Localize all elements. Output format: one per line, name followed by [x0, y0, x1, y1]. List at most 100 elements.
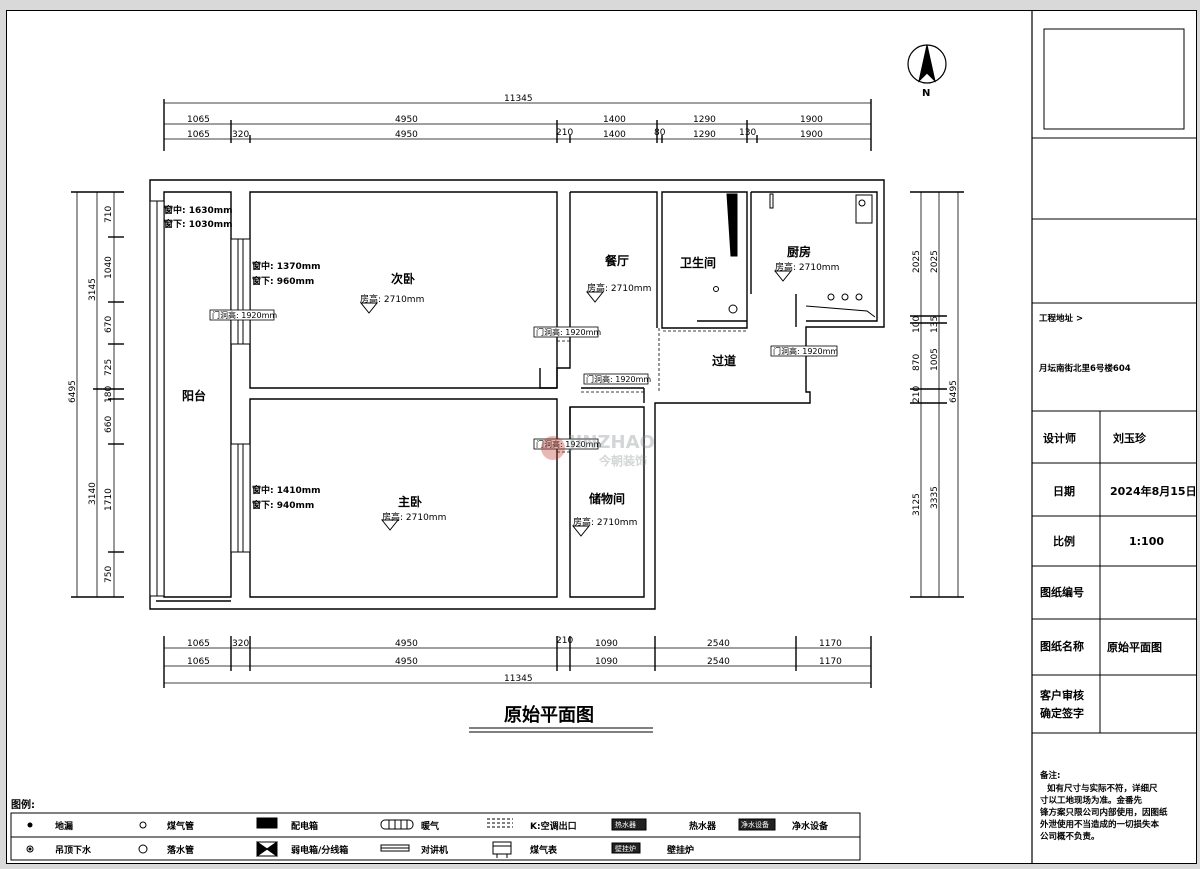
address-label: 工程地址 > [1039, 313, 1083, 324]
dim-label: 1065 [187, 657, 210, 667]
dim-label: 3335 [930, 486, 940, 509]
address-value: 月坛南街北里6号楼604 [1038, 363, 1131, 374]
room-height-label: 房高: 2710mm [775, 261, 839, 273]
dim-label: 1900 [800, 115, 823, 125]
dim-label: 320 [232, 639, 249, 649]
dim-label: 320 [232, 130, 249, 140]
scale-label: 比例 [1053, 534, 1075, 548]
master-bedroom-window-sill: 窗下: 940mm [252, 499, 314, 511]
room-balcony: 阳台 [182, 388, 206, 403]
dim-total-top: 11345 [504, 94, 533, 104]
notes-line: 外泄使用不当造成的一切损失本 [1039, 819, 1160, 830]
fixtures [713, 193, 876, 318]
door-tags: 门洞高: 1920mm 门洞高: 1920mm 门洞高: 1920mm 门洞高:… [209, 309, 838, 450]
door-tag: 门洞高: 1920mm [773, 346, 838, 356]
drawing-sheet: 工程地址 > 月坛南街北里6号楼604 设计师 刘玉珍 日期 2024年8月15… [6, 10, 1197, 864]
master-bedroom-window-center: 窗中: 1410mm [252, 484, 321, 496]
distribution-box-icon [256, 817, 278, 829]
notes-title: 备注: [1039, 770, 1060, 781]
dim-label: 80 [654, 128, 666, 138]
gas-pipe-icon [139, 821, 147, 829]
drawing-number-label: 图纸编号 [1040, 585, 1084, 599]
room-master-bedroom: 主卧 [398, 494, 422, 509]
dim-label: 1400 [603, 130, 626, 140]
dim-label: 1065 [187, 115, 210, 125]
dim-label: 1170 [819, 657, 842, 667]
legend-label: K:空调出口 [530, 820, 577, 832]
approval-label-line1: 客户审核 [1039, 688, 1084, 702]
notes-line: 公司概不负责。 [1040, 831, 1100, 842]
dim-label: 210 [556, 636, 573, 646]
dim-label: 2025 [912, 250, 922, 273]
date-value: 2024年8月15日 [1110, 484, 1196, 498]
dim-label: 2025 [930, 250, 940, 273]
room-bathroom: 卫生间 [680, 255, 716, 270]
dimensions-right [910, 191, 964, 598]
legend-table [10, 812, 861, 861]
dim-label: 210 [556, 128, 573, 138]
floor-drain-icon [27, 822, 33, 828]
weak-current-box-icon [256, 841, 278, 857]
dim-label: 670 [104, 316, 114, 333]
dim-label: 100 [912, 316, 922, 333]
legend-title: 图例: [11, 798, 35, 811]
dim-label: 1290 [693, 130, 716, 140]
drawing-title: 原始平面图 [504, 704, 594, 726]
dim-label: 1710 [104, 488, 114, 511]
room-height-label: 房高: 2710mm [360, 293, 424, 305]
room-second-bedroom: 次卧 [391, 271, 415, 286]
legend-label: 弱电箱/分线箱 [291, 844, 348, 856]
approval-label-line2: 确定签字 [1040, 706, 1084, 720]
legend-label: 煤气管 [167, 820, 194, 832]
legend-box-text: 热水器 净水设备 壁挂炉 [615, 820, 769, 853]
legend-label: 煤气表 [530, 844, 558, 856]
legend-box-label: 壁挂炉 [615, 844, 636, 853]
room-height-label: 房高: 2710mm [587, 282, 651, 294]
dim-label: 3140 [88, 482, 98, 505]
dim-total-left: 6495 [68, 380, 78, 403]
north-arrow-icon: N [907, 44, 947, 99]
dim-label: 1900 [800, 130, 823, 140]
watermark-cn: 今朝装饰 [598, 453, 647, 468]
floor-plan-canvas: 工程地址 > 月坛南街北里6号楼604 设计师 刘玉珍 日期 2024年8月15… [10, 11, 1197, 863]
water-heater-icon [611, 818, 647, 831]
dimension-text-top: 11345 1065 4950 1400 1290 1900 1065 320 … [187, 94, 823, 140]
balcony-window-sill: 窗下: 1030mm [164, 218, 233, 230]
title-block-text: 工程地址 > 月坛南街北里6号楼604 设计师 刘玉珍 日期 2024年8月15… [1038, 313, 1197, 842]
notes-line: 如有尺寸与实际不符，详细尺 [1047, 783, 1158, 794]
door-tag: 门洞高: 1920mm [536, 327, 601, 337]
legend-label: 热水器 [689, 820, 717, 832]
wall-boiler-icon [611, 842, 641, 854]
title-underline [469, 727, 653, 733]
gas-meter-icon [492, 841, 512, 858]
legend-box-label: 热水器 [615, 820, 636, 829]
room-height-label: 房高: 2710mm [382, 511, 446, 523]
ceiling-drain-icon [26, 845, 34, 853]
watermark-en: JINZHAO [567, 432, 655, 453]
dimension-text-left: 6495 3145 3140 710 1040 670 725 180 660 … [68, 206, 114, 583]
room-storage: 储物间 [589, 491, 625, 506]
balcony-window-center: 窗中: 1630mm [164, 204, 233, 216]
legend-label: 对讲机 [421, 844, 448, 856]
north-label: N [922, 88, 930, 99]
dim-label: 4950 [395, 657, 418, 667]
dimensions-left [71, 191, 124, 598]
dimension-text-right: 2025 100 870 210 3125 2025 135 1005 3335… [912, 250, 959, 516]
legend-label: 暖气 [421, 820, 439, 832]
drawing-name-label: 图纸名称 [1040, 639, 1084, 653]
drawing-name-value: 原始平面图 [1107, 640, 1162, 654]
dim-label: 4950 [395, 639, 418, 649]
room-dining: 餐厅 [605, 253, 629, 268]
ac-outlet-icon [487, 818, 513, 828]
dim-label: 1170 [819, 639, 842, 649]
door-tag: 门洞高: 1920mm [586, 374, 651, 384]
dim-label: 1065 [187, 639, 210, 649]
dim-label: 1065 [187, 130, 210, 140]
room-height-label: 房高: 2710mm [573, 516, 637, 528]
legend-label: 净水设备 [792, 820, 829, 832]
dim-label: 1090 [595, 639, 618, 649]
dim-label: 4950 [395, 130, 418, 140]
downpipe-icon [138, 844, 148, 854]
dimensions-bottom [163, 636, 872, 688]
title-block [1031, 11, 1196, 863]
